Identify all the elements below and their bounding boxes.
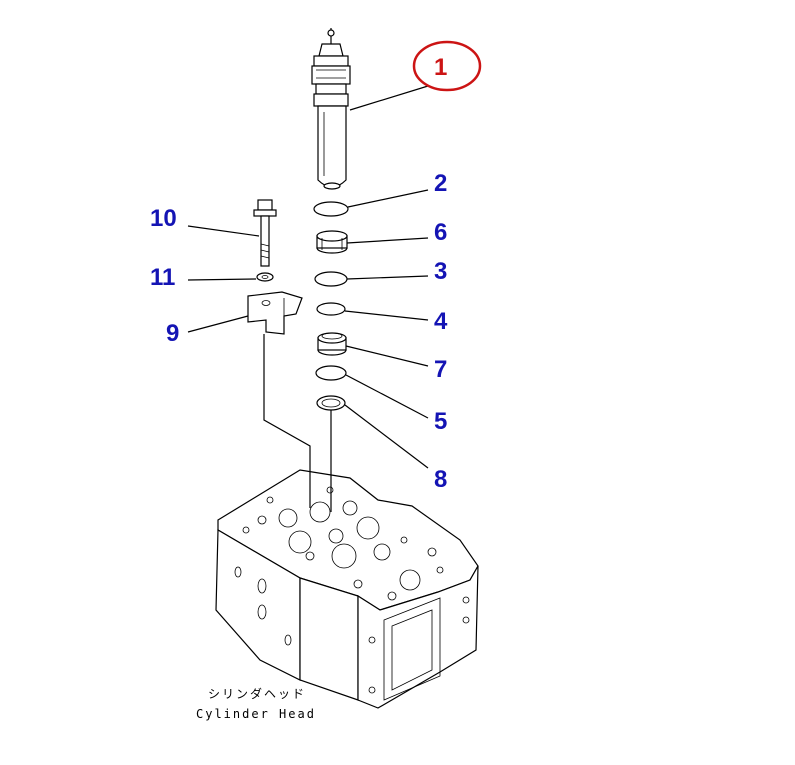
- cylinder-head[interactable]: [215, 469, 479, 709]
- callout-3[interactable]: 3: [434, 258, 447, 285]
- callout-10[interactable]: 10: [150, 205, 177, 232]
- caption-japanese: シリンダヘッド: [208, 686, 306, 701]
- bolt-10[interactable]: [253, 199, 277, 267]
- callout-1[interactable]: 1: [434, 54, 447, 81]
- callout-6[interactable]: 6: [434, 219, 447, 246]
- fuel-injector[interactable]: [311, 28, 351, 190]
- o-ring-5[interactable]: [315, 365, 347, 381]
- highlight-circle: [412, 40, 482, 92]
- o-ring-4[interactable]: [316, 302, 346, 316]
- callout-7[interactable]: 7: [434, 356, 447, 383]
- callout-2[interactable]: 2: [434, 170, 447, 197]
- sleeve-7[interactable]: [317, 332, 347, 356]
- o-ring-3[interactable]: [314, 271, 348, 287]
- washer-11[interactable]: [256, 272, 274, 282]
- callout-9[interactable]: 9: [166, 320, 179, 347]
- clamp-9[interactable]: [247, 291, 303, 335]
- o-ring-2[interactable]: [313, 201, 349, 217]
- gasket-8[interactable]: [316, 395, 346, 411]
- callout-4[interactable]: 4: [434, 308, 448, 335]
- callout-8[interactable]: 8: [434, 466, 447, 493]
- callout-5[interactable]: 5: [434, 408, 447, 435]
- callout-11[interactable]: 11: [150, 264, 175, 291]
- leader-lines: [187, 85, 429, 512]
- sleeve-6[interactable]: [316, 230, 348, 254]
- caption-english: Cylinder Head: [196, 707, 316, 721]
